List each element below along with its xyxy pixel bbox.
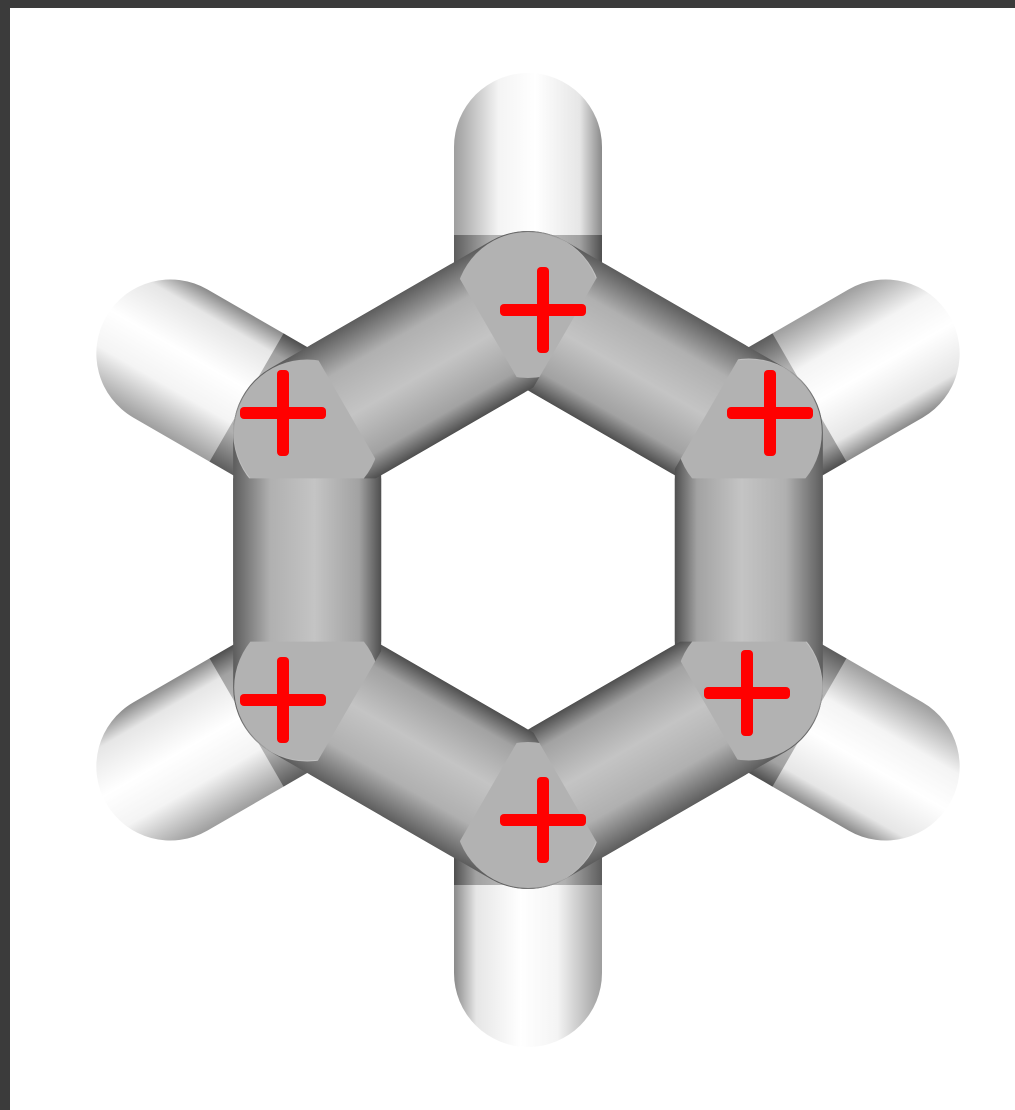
benzene-stick-model (96, 73, 960, 1047)
positive-charge-icon (500, 777, 586, 863)
positive-charge-icon (727, 370, 813, 456)
positive-charge-icon (240, 657, 326, 743)
carbon-carbon-bond-shade (530, 646, 747, 857)
hydrogen-bond (96, 279, 321, 472)
positive-charge-icon (704, 650, 790, 736)
molecule-canvas (10, 8, 1015, 1110)
positive-charge-icon (500, 267, 586, 353)
hydrogen-bond (735, 279, 960, 472)
carbon-carbon-bond-shade (309, 646, 526, 857)
hydrogen-bond (735, 648, 960, 841)
charge-marker-layer (240, 267, 813, 863)
carbon-carbon-bond-shade (530, 263, 747, 474)
carbon-ring-layer (233, 231, 823, 889)
positive-charge-icon (240, 370, 326, 456)
hydrogen-bond (96, 648, 321, 841)
carbon-carbon-bond-shade (309, 263, 526, 474)
